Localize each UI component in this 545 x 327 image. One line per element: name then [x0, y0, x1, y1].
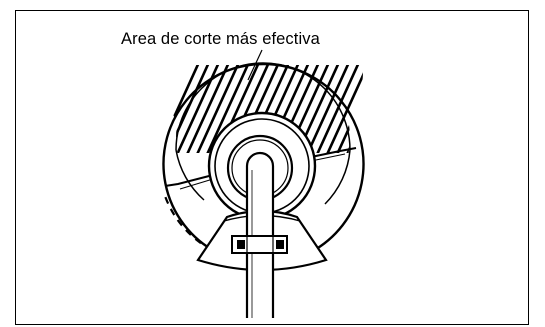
- outer-cutting-circle: [162, 62, 365, 254]
- inner-boundary-left-arc: [175, 149, 205, 201]
- cutting-line-left-shadow: [179, 178, 214, 190]
- cutting-area-label: Area de corte más efectiva: [121, 30, 320, 48]
- clamp-bolt-left: [237, 240, 245, 249]
- cutting-line-right-shadow: [310, 153, 346, 162]
- cutting-line-left: [164, 174, 214, 187]
- inner-zone-boundary: [175, 62, 351, 151]
- cutting-line-right: [310, 147, 357, 158]
- clamp-bolt-right: [276, 240, 284, 249]
- inner-boundary-right-arc: [324, 149, 351, 205]
